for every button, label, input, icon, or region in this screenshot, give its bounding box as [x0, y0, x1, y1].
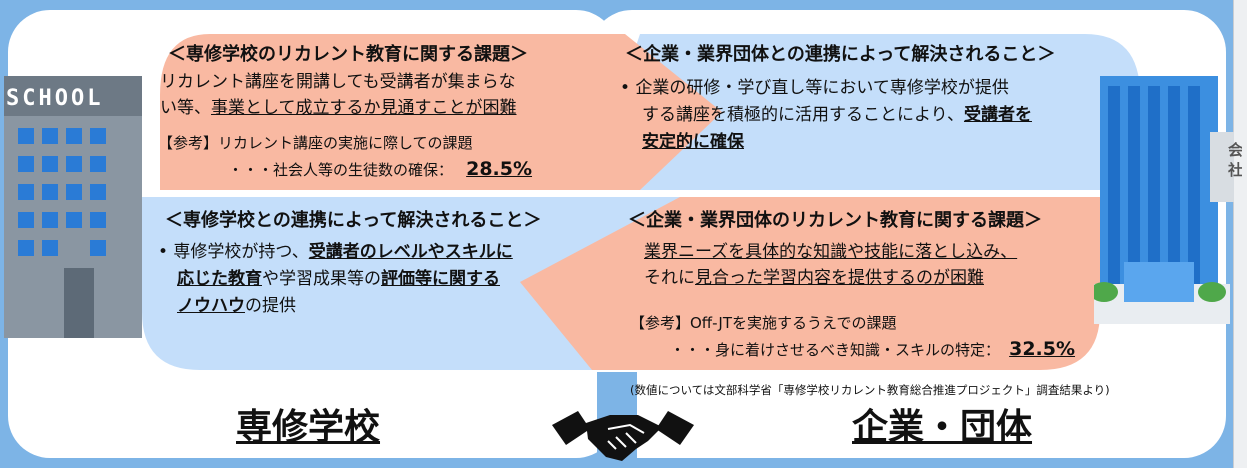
q3-shape: [142, 197, 680, 370]
q1-title: ＜専修学校のリカレント教育に関する課題＞: [168, 44, 528, 65]
handshake-icon: [552, 411, 694, 461]
q4-line2-a: それに: [644, 268, 695, 288]
q1-line2-b: 事業として成立するか見通すことが困難: [211, 98, 517, 118]
q3-line2-c: 評価等に関する: [381, 269, 500, 289]
q3-line1: • 専修学校が持つ、受講者のレベルやスキルに: [158, 240, 513, 265]
q4-line1: 業界ニーズを具体的な知識や技能に落とし込み、: [644, 242, 1018, 262]
q1-ref: 【参考】リカレント講座の実施に際しての課題: [158, 134, 473, 152]
q3-line1-b: 受講者のレベルやスキルに: [308, 242, 513, 262]
q2-line2: する講座を積極的に活用することにより、受講者を: [642, 103, 1032, 128]
q3-line3-b: の提供: [245, 296, 296, 316]
q2-line1: • 企業の研修・学び直し等において専修学校が提供: [620, 78, 1009, 98]
source-note: (数値については文部科学省「専修学校リカレント教育総合推進プロジェクト」調査結果…: [630, 383, 1110, 397]
q3-line1-a: • 専修学校が持つ、: [158, 242, 309, 262]
company-sign: 会社: [1228, 141, 1242, 179]
q1-ref-item: ・・・社会人等の生徒数の確保：: [228, 161, 454, 179]
q4-ref-value: 32.5%: [1009, 338, 1076, 360]
q1-ref-row: ・・・社会人等の生徒数の確保： 28.5%: [228, 158, 532, 180]
q1-line2: い等、事業として成立するか見通すことが困難: [160, 96, 517, 121]
q1-shape: [160, 34, 722, 190]
q2-shape: [588, 34, 1140, 190]
q2-title: ＜企業・業界団体との連携によって解決されること＞: [625, 44, 1056, 65]
q4-line2: それに見合った学習内容を提供するのが困難: [644, 266, 984, 291]
q1-line2-a: い等、: [160, 98, 211, 118]
q4-ref-item: ・・・身に着けさせるべき知識・スキルの特定：: [670, 341, 1001, 359]
q3-line2-b: や学習成果等の: [262, 269, 381, 289]
scrollbar-strip[interactable]: [1233, 0, 1247, 468]
school-sign: SCHOOL: [6, 86, 104, 111]
q1-ref-value: 28.5%: [466, 158, 533, 180]
q4-line2-b: 見合った学習内容を提供するのが困難: [695, 268, 984, 288]
q3-line3-a: ノウハウ: [177, 296, 245, 316]
q3-title: ＜専修学校との連携によって解決されること＞: [165, 210, 542, 231]
q3-line2: 応じた教育や学習成果等の評価等に関する: [177, 267, 500, 292]
q4-title: ＜企業・業界団体のリカレント教育に関する課題＞: [628, 210, 1042, 231]
q1-line1: リカレント講座を開講しても受講者が集まらな: [160, 72, 516, 92]
q4-shape: [520, 197, 1100, 370]
label-school: 専修学校: [236, 407, 381, 448]
school-building-icon: [4, 76, 142, 338]
q2-line2-b: 受講者を: [963, 105, 1032, 125]
q2-line3: 安定的に確保: [642, 132, 744, 152]
label-company: 企業・団体: [852, 407, 1033, 448]
q3-line2-a: 応じた教育: [177, 269, 262, 289]
q3-line3: ノウハウの提供: [177, 294, 296, 319]
q2-line2-a: する講座を積極的に活用することにより、: [642, 105, 964, 125]
q4-ref-row: ・・・身に着けさせるべき知識・スキルの特定： 32.5%: [670, 338, 1075, 360]
office-building-icon: [1094, 76, 1234, 324]
q4-ref: 【参考】Off-JTを実施するうえでの課題: [630, 314, 897, 332]
